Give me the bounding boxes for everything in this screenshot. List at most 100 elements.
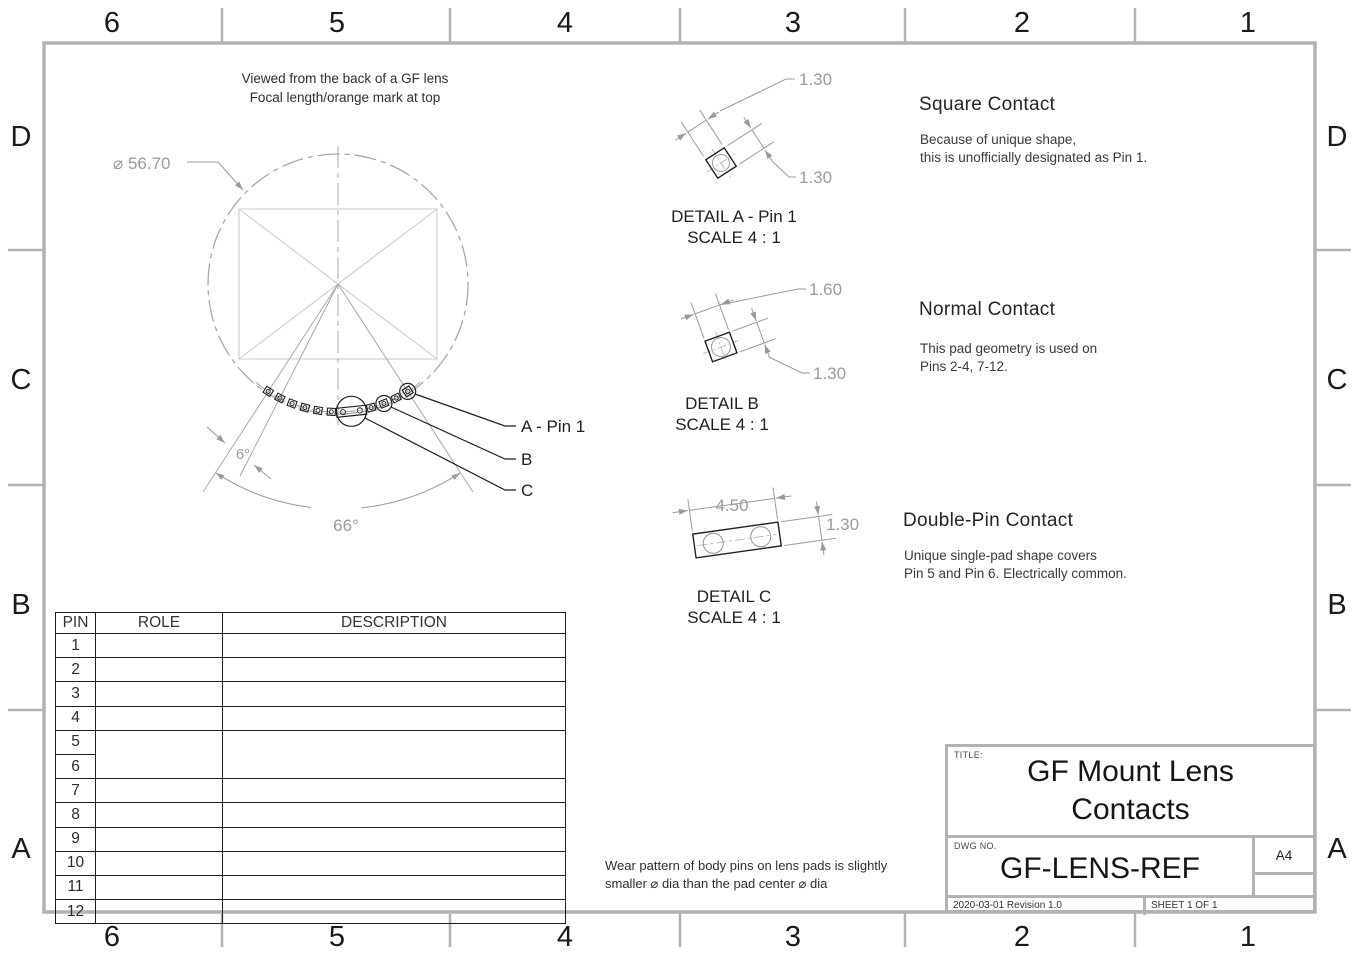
table-row: 8 xyxy=(55,802,566,828)
title-block-title-cell: TITLE: GF Mount Lens Contacts xyxy=(948,747,1313,838)
description-cell-merged-5-6 xyxy=(222,729,566,780)
callout-leaders xyxy=(364,393,516,491)
table-row: 3 xyxy=(55,681,566,707)
zone-bottom-3: 3 xyxy=(784,921,802,953)
pin-cell: 12 xyxy=(55,899,96,925)
pad-pin-8 xyxy=(312,405,324,416)
diameter-label: ⌀ 56.70 xyxy=(113,154,171,173)
pin-cell: 10 xyxy=(55,850,96,876)
detail-a-dim1: 1.30 xyxy=(799,70,832,89)
drawing-title-line1: GF Mount Lens xyxy=(1027,755,1234,788)
role-cell xyxy=(95,632,223,659)
title-label: TITLE: xyxy=(954,750,983,760)
double-pin-contact-heading: Double-Pin Contact xyxy=(903,510,1074,531)
table-row: 9 xyxy=(55,826,566,852)
description-cell xyxy=(222,899,566,925)
double-pin-contact-body: Unique single-pad shape covers Pin 5 and… xyxy=(904,547,1127,583)
zone-top-2: 2 xyxy=(1013,7,1031,39)
sheet-size: A4 xyxy=(1255,838,1313,875)
role-cell xyxy=(95,657,223,683)
detail-a-dim2: 1.30 xyxy=(799,168,832,187)
pin-cell: 1 xyxy=(55,632,96,659)
role-cell-merged-5-6 xyxy=(95,729,223,780)
normal-contact-body-line1: This pad geometry is used on xyxy=(920,341,1098,356)
diameter-dimension: ⌀ 56.70 xyxy=(113,154,244,191)
view-caption-line1: Viewed from the back of a GF lens xyxy=(241,71,449,86)
pin-cell: 9 xyxy=(55,826,96,852)
zone-left-c: C xyxy=(10,364,32,396)
square-contact-heading: Square Contact xyxy=(919,94,1056,115)
double-pin-contact-body-line2: Pin 5 and Pin 6. Electrically common. xyxy=(904,566,1127,581)
detail-c-dim2: 1.30 xyxy=(826,515,859,534)
detail-a-title: DETAIL A - Pin 1 xyxy=(671,207,797,226)
pad-pin-2 xyxy=(390,392,402,404)
detail-b-title: DETAIL B xyxy=(685,394,759,413)
pad-pin-5-6-double xyxy=(335,404,368,419)
pin-table-header-description: DESCRIPTION xyxy=(222,612,566,634)
zone-right-c: C xyxy=(1326,364,1348,396)
angle-66-dimension: 66° xyxy=(215,472,461,535)
revision-text: 2020-03-01 Revision 1.0 xyxy=(948,898,1146,915)
zone-top-1: 1 xyxy=(1239,7,1257,39)
callout-a-label: A - Pin 1 xyxy=(521,417,585,436)
zone-bottom-5: 5 xyxy=(328,921,346,953)
zone-bottom-6: 6 xyxy=(103,921,121,953)
pad-pin-3 xyxy=(378,398,390,409)
role-cell xyxy=(95,681,223,707)
pin-cell: 6 xyxy=(55,753,96,780)
detail-b-view: 1.60 1.30 DETAIL B SCALE 4 : 1 xyxy=(675,280,846,434)
pad-pin-7 xyxy=(326,407,337,417)
pad-pin-11 xyxy=(274,392,286,404)
wear-note: Wear pattern of body pins on lens pads i… xyxy=(605,857,935,893)
description-cell xyxy=(222,826,566,852)
zone-left-b: B xyxy=(11,589,31,621)
description-cell xyxy=(222,778,566,804)
detail-b-dim2: 1.30 xyxy=(813,364,846,383)
dwg-no-value: GF-LENS-REF xyxy=(999,852,1200,885)
description-cell xyxy=(222,802,566,828)
pin-cell: 7 xyxy=(55,778,96,804)
description-cell xyxy=(222,705,566,731)
zone-top-3: 3 xyxy=(784,7,802,39)
main-lens-view: A - Pin 1 B C ⌀ 56.70 6° 66° xyxy=(113,146,585,535)
title-block-dwg-cell: DWG NO. GF-LENS-REF xyxy=(948,838,1255,895)
zone-top-5: 5 xyxy=(328,7,346,39)
zone-top-4: 4 xyxy=(556,7,574,39)
title-block: TITLE: GF Mount Lens Contacts DWG NO. GF… xyxy=(945,744,1316,915)
normal-contact-heading: Normal Contact xyxy=(919,299,1056,320)
detail-a-scale: SCALE 4 : 1 xyxy=(687,228,781,247)
square-contact-body: Because of unique shape, this is unoffic… xyxy=(920,131,1147,167)
detail-a-view: 1.30 1.30 DETAIL A - Pin 1 SCALE 4 : 1 xyxy=(671,70,832,247)
table-row: 7 xyxy=(55,778,566,804)
sheet-number-text: SHEET 1 OF 1 xyxy=(1151,900,1218,911)
detail-c-dim1: 4.50 xyxy=(715,496,748,515)
description-cell xyxy=(222,657,566,683)
zone-right-a: A xyxy=(1327,833,1347,865)
pin-cell: 2 xyxy=(55,657,96,683)
callout-c-label: C xyxy=(521,481,533,500)
pin-cell: 8 xyxy=(55,802,96,828)
description-cell xyxy=(222,874,566,901)
square-contact-body-line2: this is unofficially designated as Pin 1… xyxy=(920,150,1148,165)
pin-table-header-row: PIN ROLE DESCRIPTION xyxy=(55,612,566,634)
table-row: 5 xyxy=(55,729,566,780)
sheet-border xyxy=(8,8,1351,947)
pad-pin-10 xyxy=(286,398,298,409)
zone-top-6: 6 xyxy=(103,7,121,39)
pin-cell: 3 xyxy=(55,681,96,707)
table-row: 12 xyxy=(55,899,566,925)
role-cell xyxy=(95,802,223,828)
role-cell xyxy=(95,850,223,876)
detail-indicator-circles xyxy=(335,382,417,427)
pin-table-header-role: ROLE xyxy=(95,612,223,634)
drawing-title-line2: Contacts xyxy=(1071,793,1190,826)
role-cell xyxy=(95,826,223,852)
role-cell xyxy=(95,778,223,804)
view-caption: Viewed from the back of a GF lens Focal … xyxy=(175,70,515,107)
zone-bottom-4: 4 xyxy=(556,921,574,953)
title-block-empty-cell xyxy=(1255,875,1313,895)
detail-b-scale: SCALE 4 : 1 xyxy=(675,415,769,434)
detail-c-scale: SCALE 4 : 1 xyxy=(687,608,781,627)
